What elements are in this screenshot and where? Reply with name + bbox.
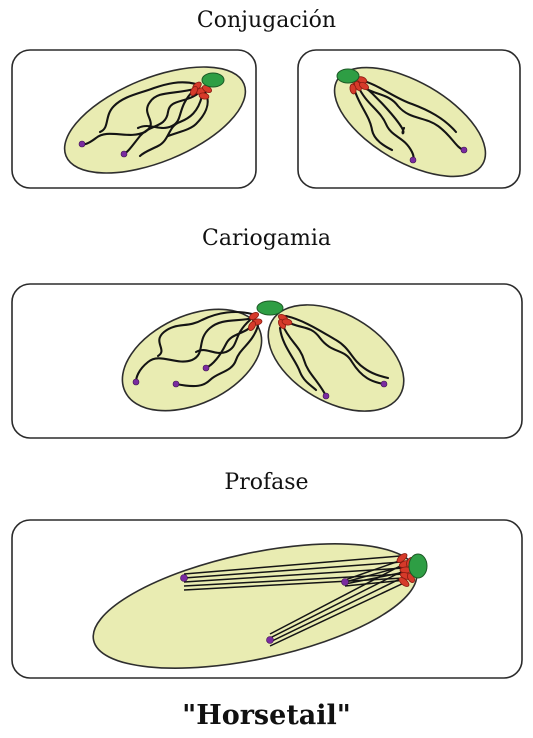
conjugacion-left-panel [12, 45, 260, 195]
spindle-pole-body [202, 73, 224, 87]
cariogamia-panel [12, 283, 522, 438]
profase-panel [12, 520, 522, 692]
spindle-pole-body [409, 554, 427, 578]
conjugacion-right-panel [298, 45, 520, 198]
spindle-pole-body [257, 301, 283, 315]
spindle-pole-body [337, 69, 359, 83]
